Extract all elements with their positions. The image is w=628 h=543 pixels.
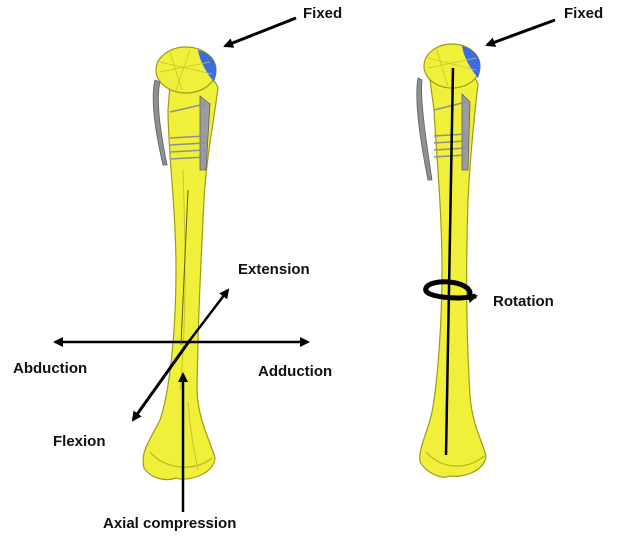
- adduction-label: Adduction: [258, 364, 332, 379]
- rotation-label: Rotation: [493, 294, 554, 309]
- fixed-label-left: Fixed: [303, 6, 342, 21]
- left-bone-plate: [153, 80, 167, 165]
- fixed-label-right: Fixed: [564, 6, 603, 21]
- flexion-label: Flexion: [53, 434, 106, 449]
- axial-compression-label: Axial compression: [103, 516, 236, 531]
- right-bone-plate: [417, 78, 432, 180]
- fixed-arrow-left: [225, 18, 296, 46]
- abduction-label: Abduction: [13, 361, 87, 376]
- right-humerus-model: [417, 44, 486, 477]
- fixed-arrow-right: [487, 20, 555, 45]
- extension-label: Extension: [238, 262, 310, 277]
- left-humerus-model: [143, 47, 218, 480]
